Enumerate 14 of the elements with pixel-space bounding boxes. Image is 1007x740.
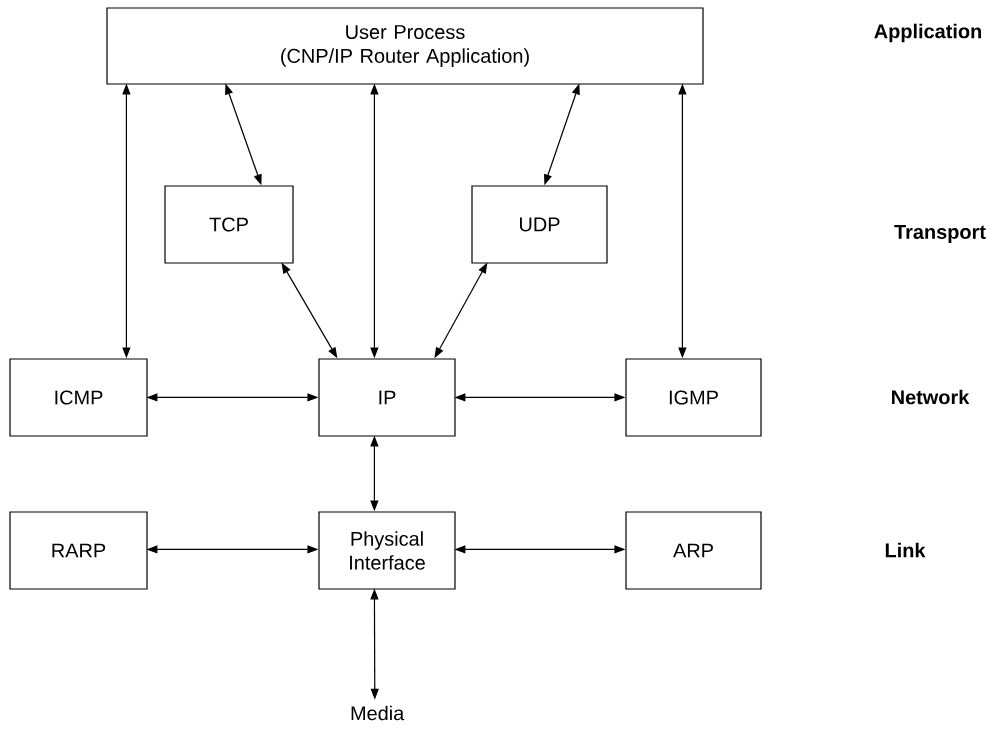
media-label: Media [351, 705, 405, 721]
protocol-box: IGMP [625, 358, 762, 437]
protocol-box: ARP [625, 511, 762, 590]
process-box: User Process (CNP/IP Router Application) [106, 7, 704, 85]
protocol-box: Physical Interface [318, 511, 456, 590]
protocol-box: RARP [9, 511, 148, 590]
layer-label: Link [885, 542, 926, 558]
layer-label: Application [874, 23, 981, 43]
layer-label: Network [892, 389, 970, 405]
protocol-box: IP [318, 358, 456, 437]
protocol-box: UDP [471, 185, 608, 264]
layer-label: Transport [894, 225, 986, 243]
protocol-box: ICMP [9, 358, 148, 437]
protocol-box: TCP [164, 185, 294, 264]
